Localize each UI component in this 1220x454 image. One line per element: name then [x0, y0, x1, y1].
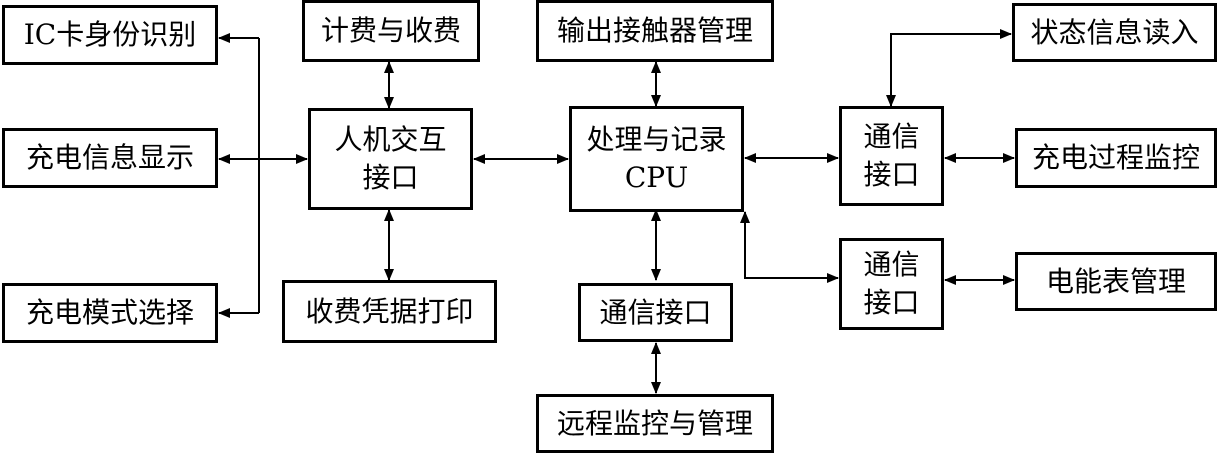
charge-info-display-label: 充电信息显示	[25, 141, 194, 174]
billing-charging-box: 计费与收费	[302, 0, 480, 62]
energy-meter-management-label: 电能表管理	[1045, 264, 1186, 298]
receipt-print-label: 收费凭据打印	[305, 294, 474, 328]
comm-interface-top-label-1: 通信	[863, 118, 919, 156]
output-contactor-box: 输出接触器管理	[536, 0, 774, 62]
comm-interface-bottom-box: 通信接口	[578, 283, 733, 342]
comm-interface-top-char-1: 通	[863, 120, 892, 153]
status-info-read-label: 状态信息读入	[1030, 15, 1199, 49]
status-info-read-box: 状态信息读入	[1012, 3, 1217, 62]
cpu-box: 处理与记录 CPU	[569, 106, 744, 212]
charge-mode-select-label: 充电模式选择	[25, 296, 194, 329]
hmi-interface-label-1: 人机交互	[334, 123, 447, 156]
arrow-cpu-comm-mid	[740, 211, 839, 283]
hmi-interface-label-2: 接口	[362, 161, 419, 194]
comm-interface-mid-label-1: 通信	[863, 246, 919, 284]
cpu-label-2: CPU	[624, 161, 689, 194]
comm-interface-top-char-2: 信	[891, 120, 920, 153]
arrow-comm-top-status	[886, 29, 1012, 107]
comm-interface-top-box: 通信 接口	[839, 106, 944, 206]
comm-interface-mid-char-1: 通	[863, 248, 892, 281]
billing-charging-label: 计费与收费	[320, 14, 461, 47]
charging-process-monitor-label: 充电过程监控	[1031, 141, 1200, 174]
ic-card-identification-box: IC卡身份识别	[2, 5, 218, 65]
output-contactor-label: 输出接触器管理	[556, 14, 753, 47]
receipt-print-box: 收费凭据打印	[282, 280, 497, 343]
charge-info-display-box: 充电信息显示	[2, 128, 218, 188]
energy-meter-management-box: 电能表管理	[1015, 252, 1217, 311]
remote-monitoring-box: 远程监控与管理	[536, 394, 774, 453]
comm-interface-mid-label-2: 接口	[863, 286, 920, 319]
comm-interface-bottom-label: 通信接口	[599, 295, 712, 329]
comm-interface-mid-box: 通信 接口	[839, 238, 944, 330]
remote-monitoring-label: 远程监控与管理	[556, 406, 753, 440]
charging-process-monitor-box: 充电过程监控	[1015, 128, 1217, 188]
ic-card-identification-label: IC卡身份识别	[23, 18, 197, 51]
comm-interface-top-label-2: 接口	[863, 158, 920, 191]
charge-mode-select-box: 充电模式选择	[2, 283, 218, 343]
comm-interface-mid-char-2: 信	[891, 248, 920, 281]
cpu-label-1: 处理与记录	[586, 123, 727, 156]
hmi-interface-box: 人机交互 接口	[308, 108, 473, 210]
